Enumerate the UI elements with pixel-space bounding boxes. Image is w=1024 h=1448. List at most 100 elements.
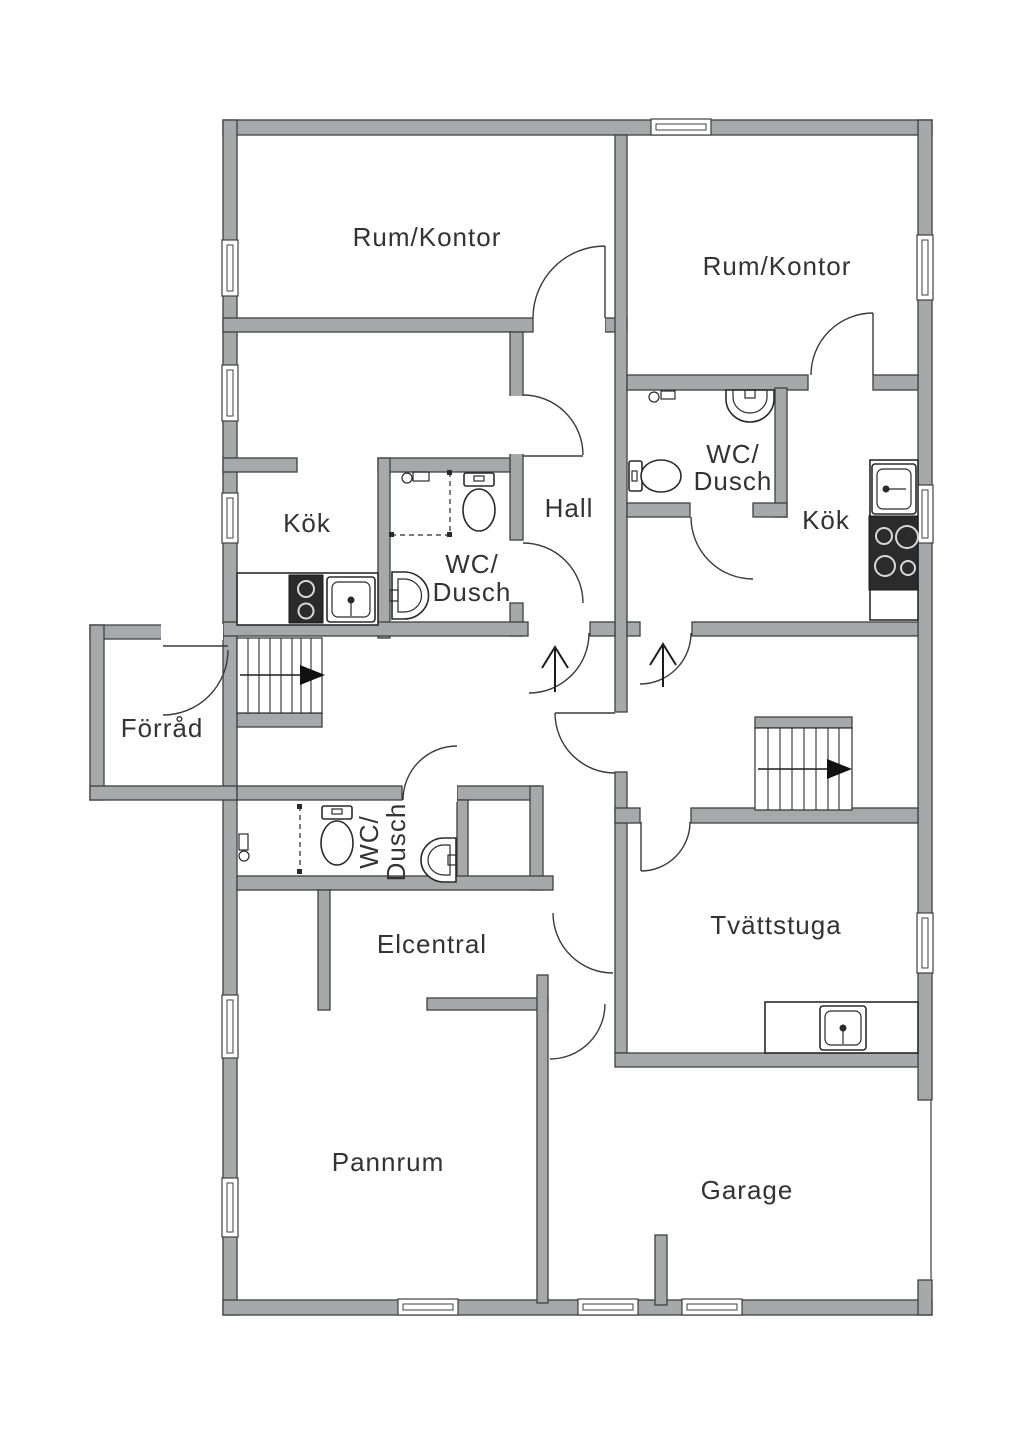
window-icon [221, 1177, 239, 1238]
wall-left [222, 119, 238, 1316]
door-wc-center [522, 542, 584, 604]
wall-wcR-right [774, 387, 788, 518]
wall-entry-right-a [626, 621, 641, 637]
wall-wcL-bottom [236, 875, 554, 891]
sink-icon [871, 463, 917, 515]
toilet-icon [320, 805, 354, 866]
door-corridor-upper [552, 912, 614, 974]
sink-icon [725, 389, 775, 423]
wall-wcL-right [529, 785, 544, 891]
label-hall: Hall [545, 493, 594, 523]
window-icon [650, 118, 712, 136]
window-icon [916, 912, 934, 974]
label-wc-right-1: WC/ [706, 439, 760, 469]
door-corridor-lower [549, 1003, 606, 1060]
shower-icon [238, 804, 302, 874]
wall-wcR-bottom-b [752, 502, 788, 518]
kitchen-right-fixtures [868, 459, 919, 621]
door-tvattstuga [640, 821, 691, 872]
wall-forrad-bottom [89, 785, 238, 801]
door-wc-right [690, 516, 754, 580]
label-tvattstuga: Tvättstuga [710, 910, 841, 940]
wall-unit-divider [614, 134, 628, 713]
wall-wcR-bottom-a [626, 502, 691, 518]
label-wc-center-1: WC/ [445, 549, 499, 579]
wall-entry-left-b [589, 621, 616, 637]
shower-icon [389, 470, 452, 537]
stairs-direction-icon [240, 665, 325, 685]
wall-top [222, 119, 933, 136]
wall-elcentral-left [317, 889, 331, 1011]
entrance-arrow-icon [649, 642, 677, 687]
label-garage: Garage [701, 1175, 794, 1205]
toilet-icon [628, 459, 682, 493]
label-rum-kontor-right: Rum/Kontor [703, 251, 852, 281]
doors [162, 245, 874, 1060]
wall-wcL-top-a [236, 785, 403, 801]
window-icon [397, 1298, 459, 1316]
kitchen-left-fixtures [236, 572, 379, 626]
label-elcentral: Elcentral [377, 929, 487, 959]
wall-hall-kok-upper [509, 331, 524, 398]
door-entrance-right [639, 632, 692, 685]
wall-corridor-left [536, 974, 549, 1304]
window-icon [221, 994, 239, 1059]
wall-wcC-top [377, 457, 511, 473]
window-icon [221, 492, 239, 544]
window-icon [916, 234, 934, 301]
walls [89, 119, 933, 1316]
wall-hall-kok-mid [509, 452, 524, 541]
toilet-icon [462, 472, 496, 532]
label-wc-center-2: Dusch [433, 577, 512, 607]
stairs-direction-icon [758, 759, 852, 779]
wall-garage-stub [654, 1234, 668, 1306]
entrance-arrow-icon [541, 645, 569, 692]
label-rum-kontor-left: Rum/Kontor [353, 222, 502, 252]
wall-entry-right-b [691, 621, 919, 637]
label-forrad: Förråd [121, 713, 204, 743]
wc-right-fixtures [628, 389, 775, 493]
window-icon [916, 484, 934, 544]
sink-icon [819, 1005, 867, 1051]
sink-icon [389, 571, 430, 620]
label-kok-left: Kök [283, 508, 331, 538]
door-wc-lower [402, 745, 458, 801]
wall-below-stairsL [236, 712, 323, 728]
door-hall-kok [522, 394, 584, 457]
window-icon [221, 364, 239, 422]
label-kok-right: Kök [802, 505, 850, 535]
wall-wcL-top-b [456, 785, 541, 801]
window-icon [221, 239, 239, 297]
door-entrance-left [528, 632, 590, 694]
window-icon [577, 1298, 639, 1316]
label-wc-right-2: Dusch [694, 466, 773, 496]
wall-rumR-south-a [626, 374, 809, 391]
wc-center-fixtures [389, 470, 496, 620]
wall-wcC-left [377, 457, 391, 639]
stove-icon [868, 515, 919, 591]
wc-lower-fixtures [238, 804, 457, 883]
wall-rumL-south-a [222, 317, 534, 333]
label-wc-lower-2: Dusch [381, 803, 411, 882]
wall-tvatt-bottom [614, 1052, 919, 1068]
stove-icon [288, 574, 324, 624]
door-forrad [162, 645, 229, 716]
wall-wcL-sinkwall [456, 799, 469, 881]
window-icon [681, 1298, 743, 1316]
stairs-left [236, 637, 325, 714]
wall-rumR-south-b [872, 374, 919, 391]
tvattstuga-fixtures [764, 1001, 919, 1054]
sink-icon [420, 837, 457, 883]
windows [221, 118, 934, 1316]
door-rum-kontor-left [532, 245, 606, 319]
room-labels: Rum/Kontor Rum/Kontor Kök Hall WC/ Dusch… [121, 222, 852, 1205]
wall-right-lower [917, 1279, 933, 1316]
door-openings [161, 316, 872, 825]
label-wc-lower-1: WC/ [354, 815, 384, 869]
sink-icon [326, 576, 376, 623]
stairs-right [754, 727, 853, 811]
door-hall-connect [554, 712, 616, 774]
wall-forrad-left [89, 624, 105, 801]
